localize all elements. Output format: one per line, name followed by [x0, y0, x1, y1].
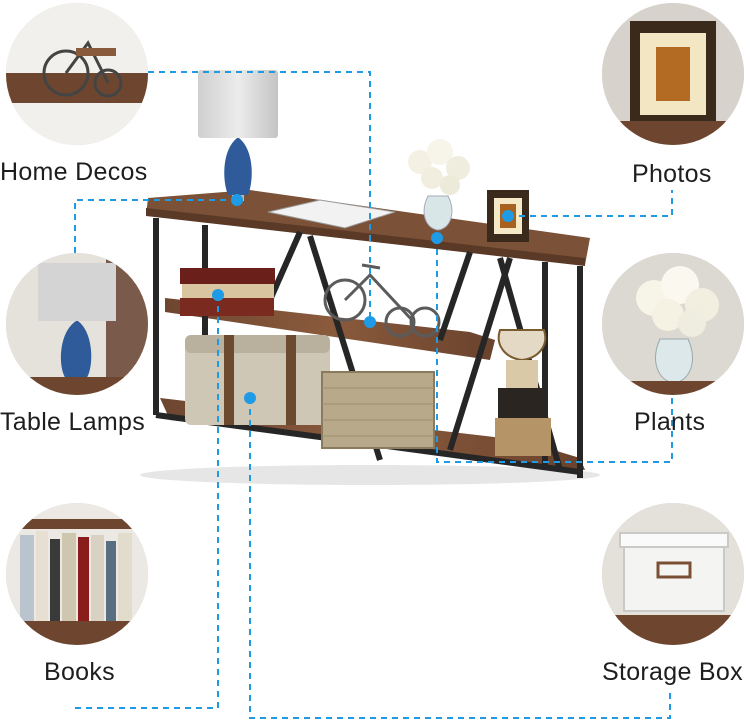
storage-trunk: [185, 335, 330, 425]
books-stack: [180, 268, 275, 316]
wicker-basket: [321, 371, 435, 449]
photos-thumbnail: [602, 3, 744, 145]
caption-table-lamps: Table Lamps: [0, 408, 146, 436]
table-lamp-figure: [198, 70, 278, 201]
magazine: [267, 199, 396, 229]
caption-storage-box: Storage Box: [602, 658, 743, 686]
books-thumbnail: [6, 503, 148, 645]
plant-figure: [408, 139, 470, 231]
plants-thumbnail: [602, 253, 744, 395]
storage-box-thumbnail: [602, 503, 744, 645]
floor-shadow: [140, 465, 600, 485]
caption-photos: Photos: [632, 160, 712, 188]
trophy-vase: [495, 329, 551, 456]
tricycle-figure: [323, 263, 441, 338]
connector-dots: [212, 194, 514, 404]
caption-home-decos: Home Decos: [0, 158, 148, 186]
caption-plants: Plants: [634, 408, 706, 436]
home-decos-thumbnail: [6, 3, 148, 145]
caption-books: Books: [44, 658, 115, 686]
table-lamps-thumbnail: [6, 253, 148, 395]
